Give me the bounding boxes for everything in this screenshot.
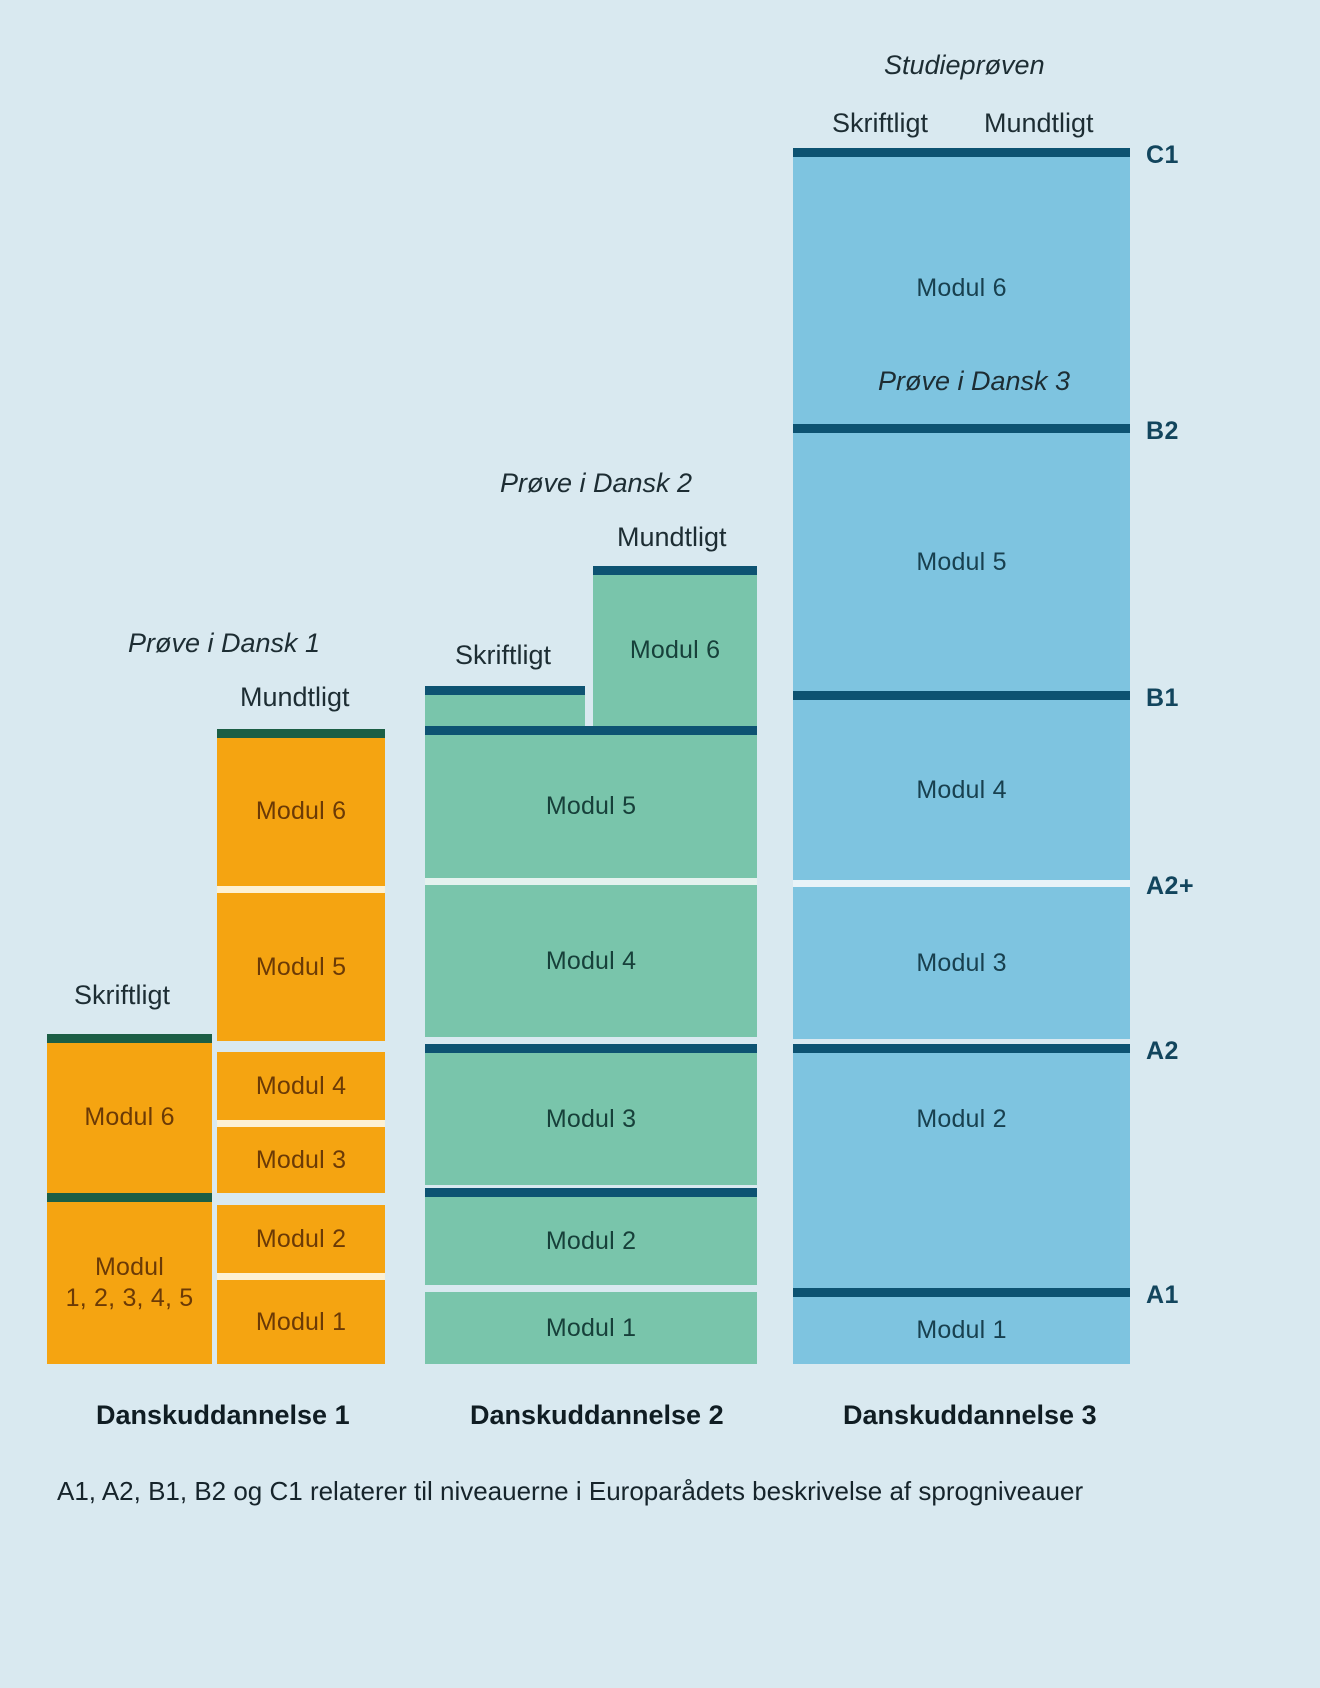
column2-rule-mundtligt-top bbox=[593, 566, 757, 575]
column2-module-2: Modul 2 bbox=[425, 1197, 757, 1285]
column1-rule-mundtligt-top bbox=[217, 729, 385, 738]
column3-module-5: Modul 5 bbox=[793, 433, 1130, 691]
figure-caption: A1, A2, B1, B2 og C1 relaterer til nivea… bbox=[57, 1476, 1084, 1506]
column2-skriftligt-stub bbox=[425, 694, 585, 726]
column2-part-label-mundtligt: Mundtligt bbox=[617, 522, 727, 552]
column3-module-2: Modul 2 bbox=[793, 1053, 1130, 1185]
column3-module-3: Modul 3 bbox=[793, 887, 1130, 1039]
column1-sep-m2-m1 bbox=[217, 1273, 385, 1280]
column3-rule-b2 bbox=[793, 424, 1130, 433]
column3-module-1-upper bbox=[793, 1185, 1130, 1288]
column2-module-5: Modul 5 bbox=[425, 735, 757, 878]
column3-rule-c1 bbox=[793, 148, 1130, 157]
column1-sep-m6-m5 bbox=[217, 886, 385, 893]
column3-sep-a2plus bbox=[793, 880, 1130, 887]
column1-rule-skriftligt-a1 bbox=[47, 1193, 212, 1202]
column2-exam-title: Prøve i Dansk 2 bbox=[500, 468, 693, 498]
column1-skriftligt-module-1-5-line1: Modul bbox=[94, 1252, 165, 1281]
column2-part-label-skriftligt: Skriftligt bbox=[455, 640, 552, 670]
column3-module-4: Modul 4 bbox=[793, 700, 1130, 880]
column2-module-1: Modul 1 bbox=[425, 1292, 757, 1364]
column3-exam-title: Studieprøven bbox=[884, 50, 1045, 80]
column3-rule-a2 bbox=[793, 1044, 1130, 1053]
level-label-b1: B1 bbox=[1146, 684, 1179, 712]
column1-name: Danskuddannelse 1 bbox=[96, 1400, 350, 1430]
column1-mundtligt-module-4: Modul 4 bbox=[217, 1052, 385, 1120]
column3-part-label-mundtligt: Mundtligt bbox=[984, 108, 1094, 138]
column3-name: Danskuddannelse 3 bbox=[843, 1400, 1097, 1430]
column3-inner-exam-title: Prøve i Dansk 3 bbox=[878, 366, 1071, 396]
column2-name: Danskuddannelse 2 bbox=[470, 1400, 724, 1430]
column3-part-label-skriftligt: Skriftligt bbox=[832, 108, 929, 138]
column1-mundtligt-module-1: Modul 1 bbox=[217, 1280, 385, 1364]
column1-mundtligt-module-6: Modul 6 bbox=[217, 737, 385, 886]
column2-module-4: Modul 4 bbox=[425, 885, 757, 1037]
column1-skriftligt-module-1-5-line2: 1, 2, 3, 4, 5 bbox=[65, 1284, 194, 1312]
level-label-b2: B2 bbox=[1146, 417, 1179, 445]
level-label-c1: C1 bbox=[1146, 141, 1179, 169]
column1-mundtligt-module-5: Modul 5 bbox=[217, 893, 385, 1041]
column2-module-3: Modul 3 bbox=[425, 1053, 757, 1185]
column1-skriftligt-module-1-5: Modul 1, 2, 3, 4, 5 bbox=[47, 1202, 212, 1364]
column1-part-label-skriftligt: Skriftligt bbox=[74, 980, 171, 1010]
column1-skriftligt-module-6: Modul 6 bbox=[47, 1042, 212, 1193]
level-label-a1: A1 bbox=[1146, 1281, 1179, 1309]
column1-mundtligt-module-2: Modul 2 bbox=[217, 1205, 385, 1273]
column3-rule-b1 bbox=[793, 691, 1130, 700]
column2-module-6: Modul 6 bbox=[593, 574, 757, 726]
column2-rule-a2 bbox=[425, 1044, 757, 1053]
level-label-a2: A2 bbox=[1146, 1037, 1179, 1065]
level-label-a2plus: A2+ bbox=[1146, 872, 1195, 900]
column1-mundtligt-module-3: Modul 3 bbox=[217, 1127, 385, 1193]
column3-rule-a1 bbox=[793, 1288, 1130, 1297]
column1-sep-m4-m3 bbox=[217, 1120, 385, 1127]
column3-module-6: Modul 6 bbox=[793, 153, 1130, 424]
column2-rule-b1 bbox=[425, 726, 757, 735]
column2-rule-skriftligt-top bbox=[425, 686, 585, 695]
column1-rule-skriftligt-top bbox=[47, 1034, 212, 1043]
column2-rule-a1 bbox=[425, 1188, 757, 1197]
column1-part-label-mundtligt: Mundtligt bbox=[240, 682, 350, 712]
column1-exam-title: Prøve i Dansk 1 bbox=[128, 628, 321, 658]
column3-module-1: Modul 1 bbox=[793, 1297, 1130, 1364]
column2-sep-a2plus bbox=[425, 878, 757, 885]
